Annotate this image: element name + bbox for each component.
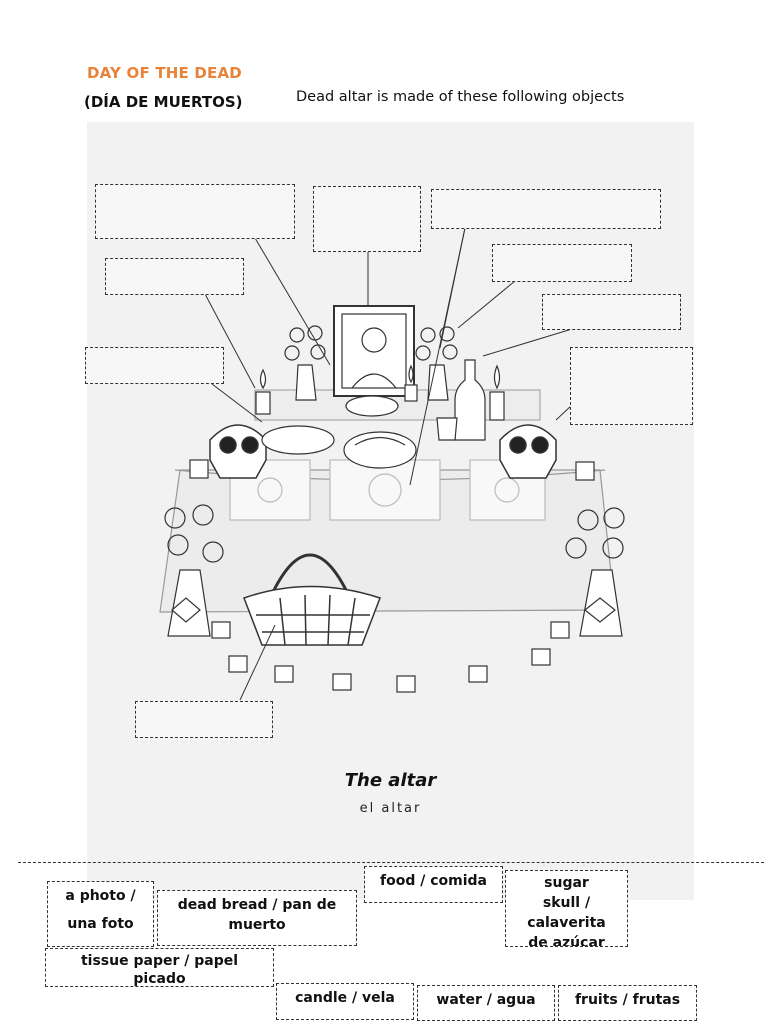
word-card-text: calaverita [527, 915, 606, 931]
candle-icon [189, 364, 595, 693]
answer-box-8[interactable] [570, 347, 693, 425]
word-card-text: una foto [67, 916, 134, 932]
altar-caption-spanish: el altar [359, 801, 422, 816]
answer-box-6[interactable] [542, 294, 681, 330]
answer-box-3[interactable] [431, 189, 661, 229]
word-card-text: tissue paper / papel [80, 953, 239, 969]
pan-de-muerto-icon [343, 431, 417, 469]
bottle-icon [454, 359, 486, 441]
word-card-photo[interactable]: a photo / una foto [47, 881, 154, 947]
leader-lines [204, 227, 573, 701]
word-card-text: a photo / [65, 888, 136, 904]
word-card-text: food / comida [380, 873, 487, 889]
page-title: DAY OF THE DEAD [87, 64, 242, 82]
word-card-candle[interactable]: candle / vela [276, 983, 414, 1020]
word-card-text: skull / [542, 895, 591, 911]
word-card-text: water / agua [436, 992, 536, 1008]
intro-text: Dead altar is made of these following ob… [296, 89, 625, 105]
word-card-text: dead bread / pan de [177, 897, 337, 913]
papel-picado-icon [229, 459, 546, 521]
word-card-sugar-skull[interactable]: sugar skull / calaverita de azúcar [505, 870, 628, 947]
sugar-skull-icon [209, 424, 557, 479]
answer-box-9[interactable] [135, 701, 273, 738]
fruit-basket-icon [243, 553, 381, 646]
answer-box-1[interactable] [95, 184, 295, 239]
word-card-food[interactable]: food / comida [364, 866, 503, 903]
word-card-water[interactable]: water / agua [417, 985, 555, 1021]
word-card-dead-bread[interactable]: dead bread / pan de muerto [157, 890, 357, 946]
glass-icon [436, 417, 458, 441]
page-subtitle: (DÍA DE MUERTOS) [84, 93, 243, 111]
altar-illustration [159, 227, 625, 701]
altar-caption: The altar [344, 770, 437, 791]
answer-box-7[interactable] [85, 347, 224, 384]
answer-box-5[interactable] [492, 244, 632, 282]
flower-vase-icon [164, 504, 625, 637]
word-card-fruits[interactable]: fruits / frutas [558, 985, 697, 1021]
food-plate-icon [261, 395, 399, 455]
word-card-text: picado [133, 971, 186, 987]
answer-box-4[interactable] [105, 258, 244, 295]
answer-box-2[interactable] [313, 186, 421, 252]
word-card-text: sugar [544, 875, 589, 891]
word-card-text: de azúcar [528, 935, 605, 947]
word-card-tissue-paper[interactable]: tissue paper / papel picado [45, 948, 274, 987]
word-card-text: muerto [228, 917, 286, 933]
portrait-icon [333, 305, 415, 397]
word-card-text: candle / vela [295, 990, 395, 1006]
cut-line [18, 862, 764, 863]
word-card-text: fruits / frutas [574, 992, 681, 1008]
